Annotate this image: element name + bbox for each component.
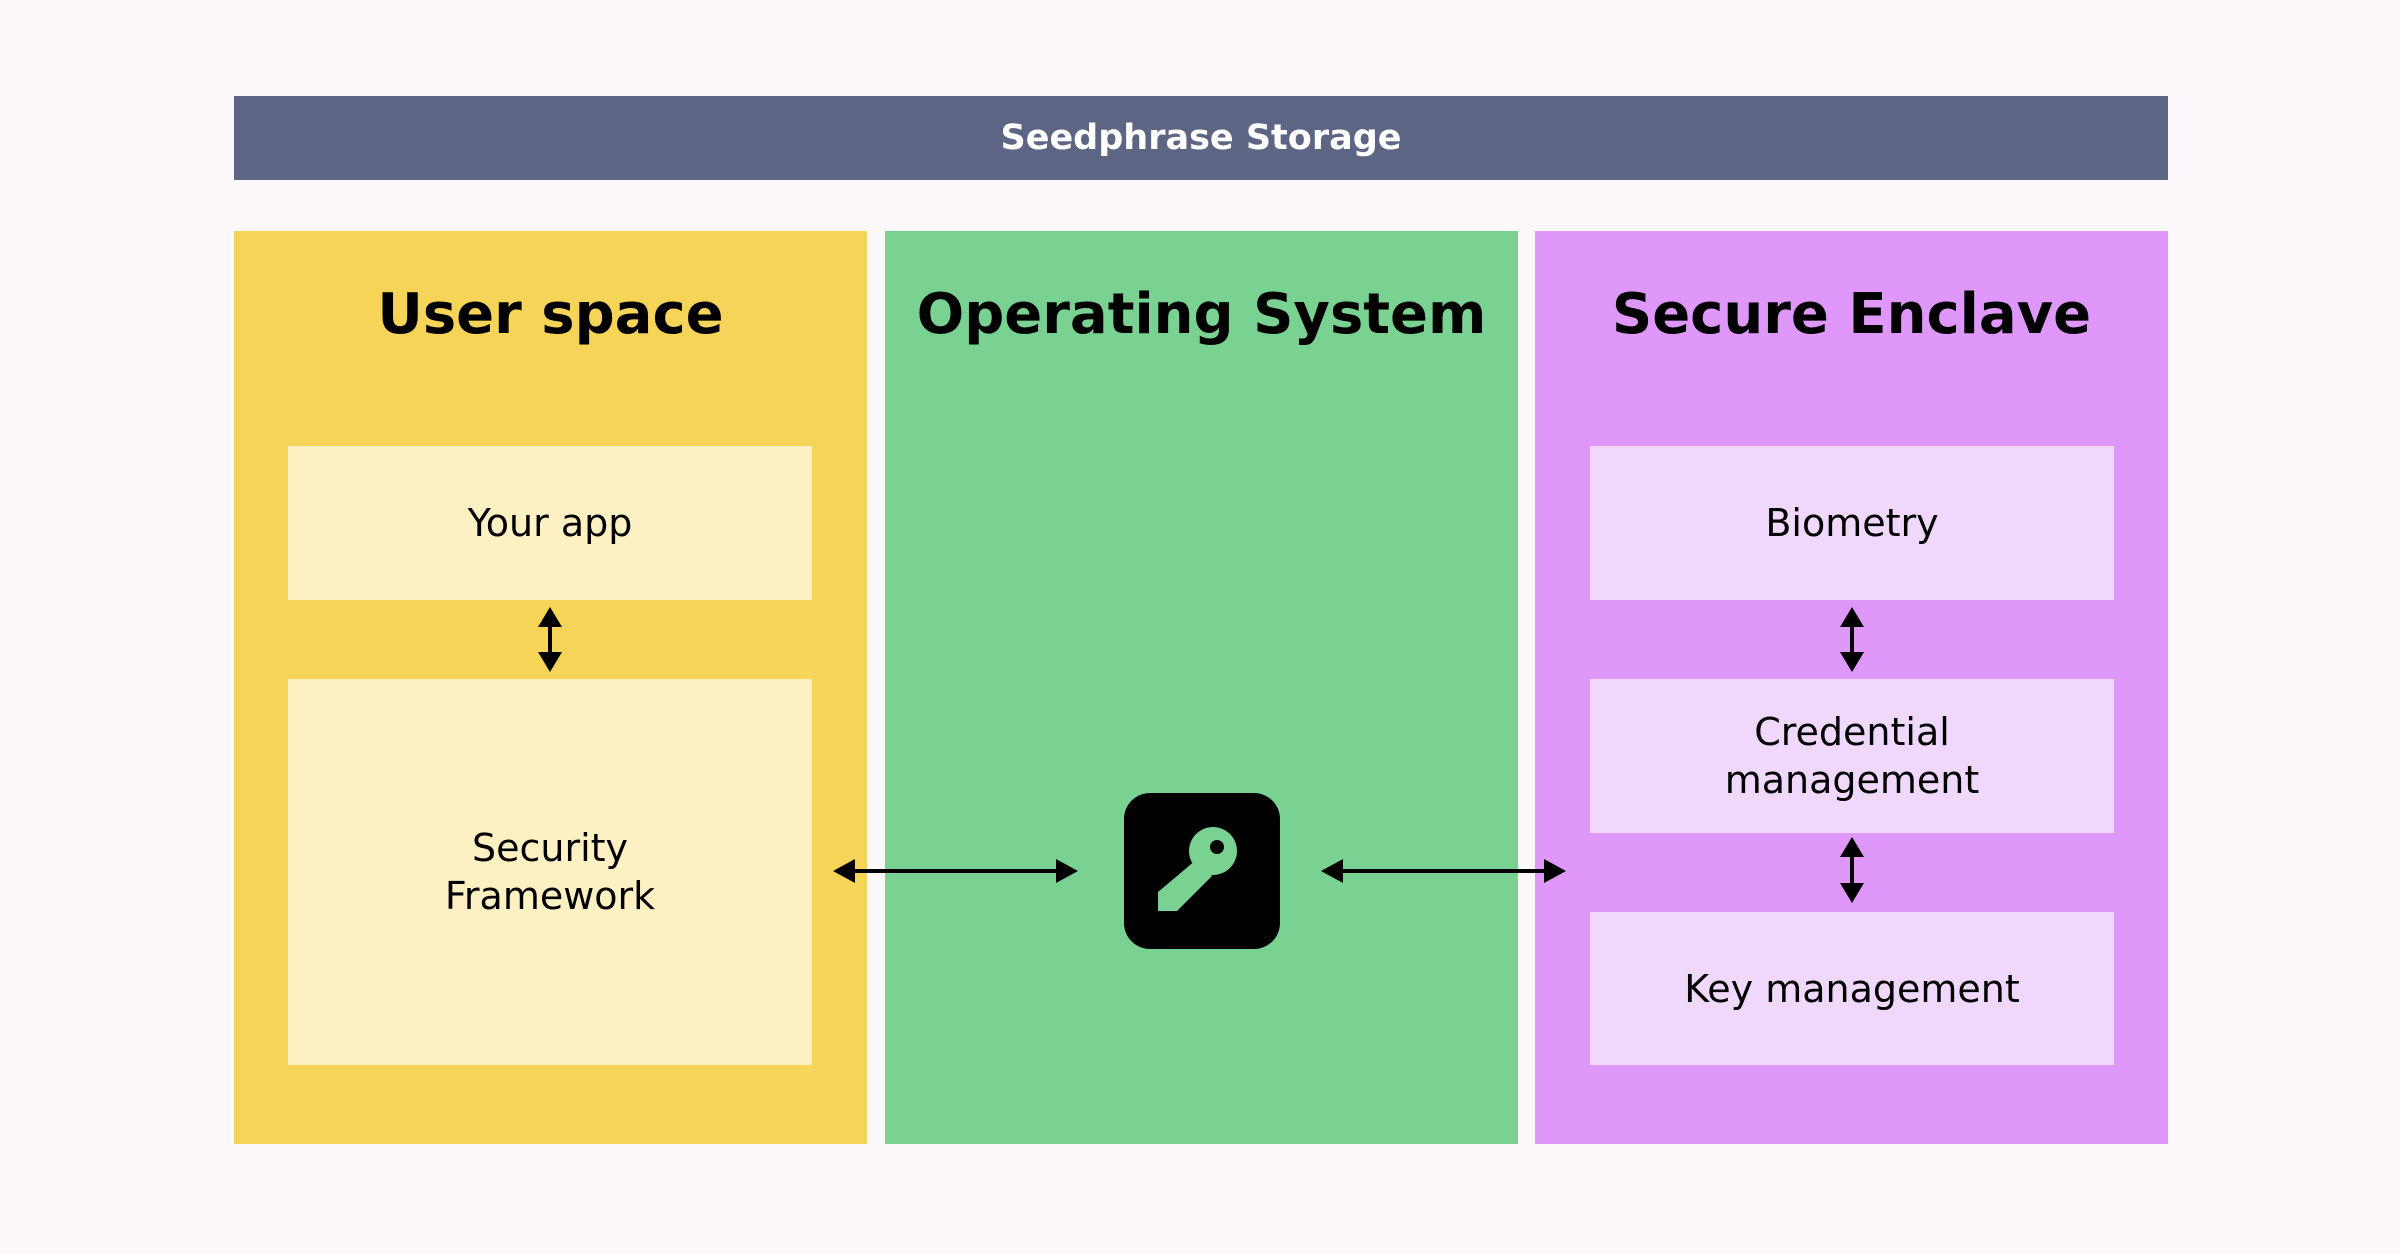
security-framework-box: Security Framework <box>288 679 812 1065</box>
biometry-label: Biometry <box>1765 501 1939 545</box>
seedphrase-storage-banner: Seedphrase Storage <box>234 96 2168 180</box>
operating-system-title: Operating System <box>916 282 1487 347</box>
operating-system-panel: Operating System <box>885 231 1518 1144</box>
banner-title: Seedphrase Storage <box>1000 118 1402 158</box>
key-icon <box>1158 827 1237 911</box>
key-management-label: Key management <box>1684 966 2020 1011</box>
secure-enclave-title: Secure Enclave <box>1611 282 2092 347</box>
credential-management-label: Credential management <box>1724 710 1980 802</box>
biometry-box: Biometry <box>1590 446 2114 600</box>
user-space-title: User space <box>377 282 724 347</box>
credential-management-box: Credential management <box>1590 679 2114 833</box>
your-app-label: Your app <box>467 501 633 545</box>
keychain-tile <box>1124 793 1280 949</box>
your-app-box: Your app <box>288 446 812 600</box>
security-framework-label: Security Framework <box>444 826 656 918</box>
key-management-box: Key management <box>1590 912 2114 1065</box>
